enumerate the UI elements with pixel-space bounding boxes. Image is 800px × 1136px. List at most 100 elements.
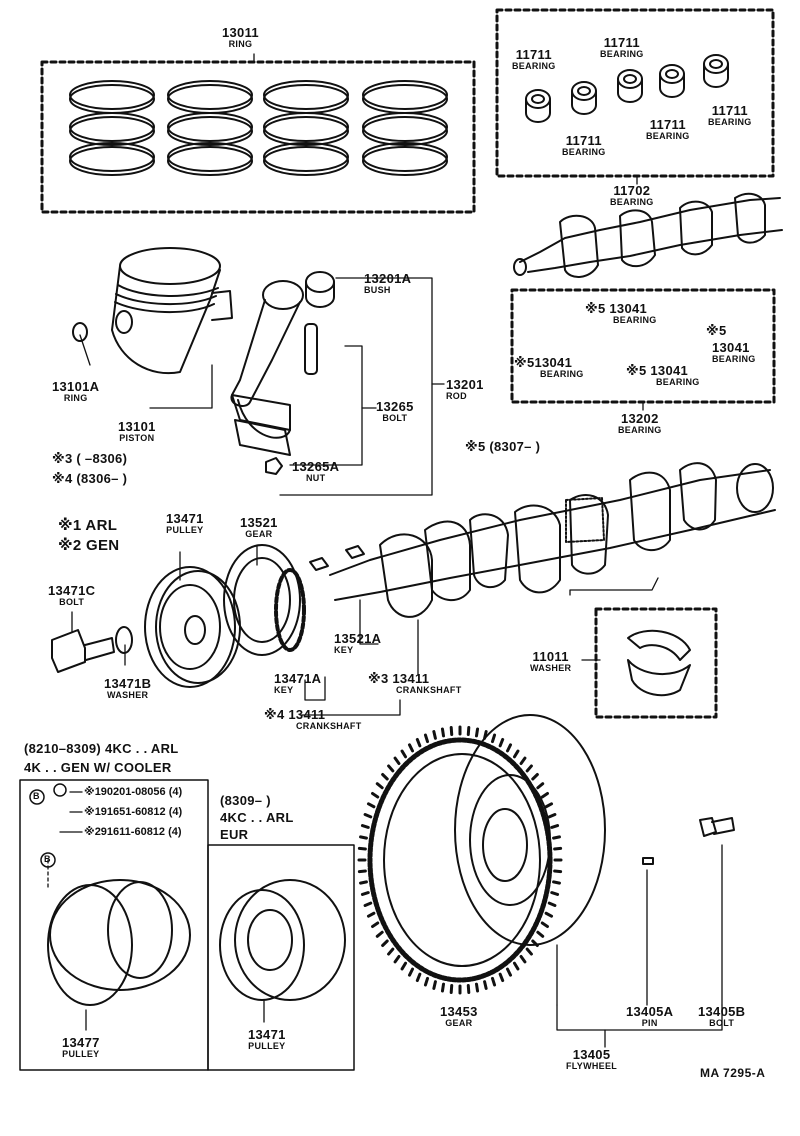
gear-tooth <box>552 835 561 840</box>
gear-tooth <box>553 869 563 874</box>
bearing-set-box <box>495 8 775 178</box>
gear-tooth <box>408 743 414 753</box>
gear-tooth <box>550 891 560 896</box>
piston-drawing <box>72 247 233 375</box>
gear-tooth <box>506 967 512 977</box>
b-marker-bottom <box>40 852 56 868</box>
gear-tooth <box>552 880 561 885</box>
connecting-rod <box>230 271 335 475</box>
flywheel-bolt <box>699 817 735 837</box>
thrust-washer <box>627 629 691 697</box>
gear-tooth <box>474 727 480 738</box>
gear-tooth <box>512 749 520 759</box>
gear-tooth <box>490 733 497 744</box>
eur-pulley-box <box>207 844 355 1071</box>
gear-tooth <box>540 921 549 928</box>
leader-lines <box>47 53 723 1048</box>
gear-tooth <box>440 982 446 993</box>
gear-tooth <box>490 976 497 987</box>
keys <box>309 545 365 571</box>
pulley-13477 <box>47 879 191 1006</box>
gear-tooth <box>415 972 422 983</box>
gear-tooth <box>387 764 395 773</box>
gear-tooth <box>550 824 560 829</box>
b-label-bottom: B <box>44 854 51 864</box>
b-label-top: B <box>33 791 40 801</box>
gear-tooth <box>381 939 389 947</box>
gear-tooth <box>375 930 384 938</box>
note-1: ※1 ARL <box>58 517 118 534</box>
gear-tooth <box>363 813 373 819</box>
eur-note-1: (8309– ) <box>220 793 271 808</box>
gear-tooth <box>474 982 480 993</box>
rod-bearings <box>525 54 729 123</box>
ring-gear-teeth <box>357 725 563 995</box>
gear-tooth <box>525 947 533 956</box>
ring-set-box <box>40 60 476 214</box>
eur-note-3: EUR <box>220 827 249 842</box>
gear-tooth <box>498 972 505 983</box>
gear-tooth <box>360 891 370 896</box>
gear-tooth <box>357 846 367 851</box>
piston-rings <box>69 80 448 176</box>
gear-tooth <box>432 980 437 990</box>
pulley-bolt <box>51 629 115 673</box>
eur-note-2: 4KC . . ARL <box>220 810 294 825</box>
gear-tooth <box>415 737 422 748</box>
gear-tooth <box>381 773 389 781</box>
gear-tooth <box>400 961 408 971</box>
gear-tooth <box>440 727 446 738</box>
washer-box <box>594 607 718 719</box>
gear-tooth <box>466 726 471 736</box>
gear-tooth <box>483 980 488 990</box>
gear-tooth <box>366 911 376 918</box>
note-3: ※3 ( –8306) <box>52 451 128 466</box>
gear-tooth <box>408 967 414 977</box>
timing-gear <box>223 544 306 656</box>
gear-tooth <box>536 782 545 790</box>
gear-tooth <box>544 802 554 809</box>
gear-tooth <box>371 792 380 799</box>
code-90201: ※190201-08056 (4) <box>84 786 183 798</box>
note-4: ※4 (8306– ) <box>52 471 128 486</box>
gear-tooth <box>553 846 563 851</box>
note-5: ※5 (8307– ) <box>465 439 541 454</box>
gear-tooth <box>519 955 527 964</box>
gear-tooth <box>393 955 401 964</box>
note-2: ※2 GEN <box>58 537 120 554</box>
pulley-washer <box>115 626 133 654</box>
gear-tooth <box>547 901 557 907</box>
gear-tooth <box>536 930 545 938</box>
gear-tooth <box>512 961 520 971</box>
flywheel-pin <box>642 857 654 865</box>
gear-tooth <box>519 756 527 765</box>
gear-tooth <box>483 730 488 740</box>
gear-tooth <box>466 984 471 994</box>
gear-tooth <box>423 976 430 987</box>
gear-tooth <box>393 756 401 765</box>
crank-pulley <box>144 566 241 688</box>
gear-tooth <box>360 824 370 829</box>
gear-tooth <box>359 880 368 885</box>
gear-tooth <box>525 764 533 773</box>
